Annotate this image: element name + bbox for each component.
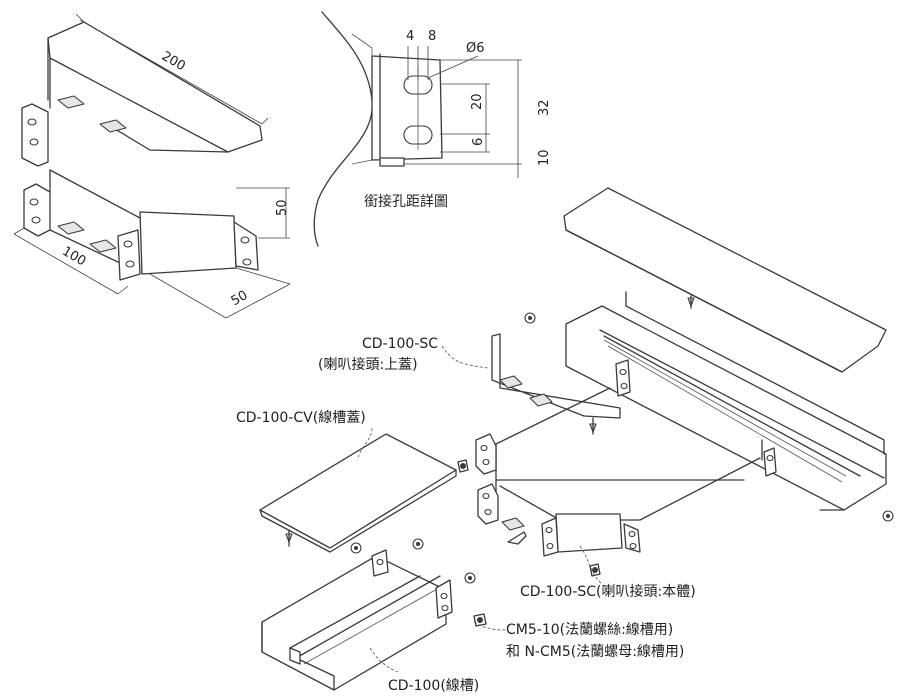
dim-6: 6	[471, 138, 486, 146]
reducer-dimension-view: 200 100 50 50	[13, 13, 291, 319]
label-sc-top-code: CD-100-SC	[362, 336, 438, 352]
dim-50-side: 50	[229, 288, 251, 309]
left-flange-lower	[23, 183, 51, 237]
reducer-assembly	[457, 333, 761, 577]
cd100-duct	[261, 555, 447, 691]
dim-10: 10	[537, 149, 552, 166]
label-cv: CD-100-CV(線槽蓋)	[236, 410, 366, 426]
detail-caption: 銜接孔距詳圖	[364, 193, 448, 210]
label-cd100: CD-100(線槽)	[388, 678, 479, 694]
main-duct-assembly	[524, 187, 894, 522]
reducer-narrow-end	[555, 513, 623, 553]
label-sc-top-desc: (喇叭接頭:上蓋)	[318, 356, 418, 373]
dim-dia6: Ø6	[466, 41, 485, 56]
reducer-cover-plate	[47, 21, 263, 153]
left-flange-upper	[21, 103, 49, 167]
leader-lines	[357, 345, 603, 673]
label-cm5-line1: CM5-10(法蘭螺絲:線槽用)	[506, 622, 673, 638]
dim-100: 100	[59, 244, 88, 269]
dim-4: 4	[406, 29, 414, 44]
cv-and-duct	[259, 433, 487, 691]
label-cm5-line2: 和 N-CM5(法蘭螺母:線槽用)	[506, 644, 684, 660]
reducer-narrow-body	[139, 211, 237, 275]
dim-8: 8	[428, 29, 436, 44]
reducer-flange-upper	[475, 433, 497, 475]
dim-50-height: 50	[275, 199, 290, 216]
label-sc-body: CD-100-SC(喇叭接頭:本體)	[520, 583, 696, 600]
dim-32: 32	[537, 99, 552, 116]
hole-spacing-detail: 4 8 Ø6 20 6 32 10 銜接孔距詳圖	[313, 11, 552, 247]
main-duct	[565, 305, 887, 511]
dim-20: 20	[470, 93, 485, 110]
detail-plate	[371, 55, 443, 161]
